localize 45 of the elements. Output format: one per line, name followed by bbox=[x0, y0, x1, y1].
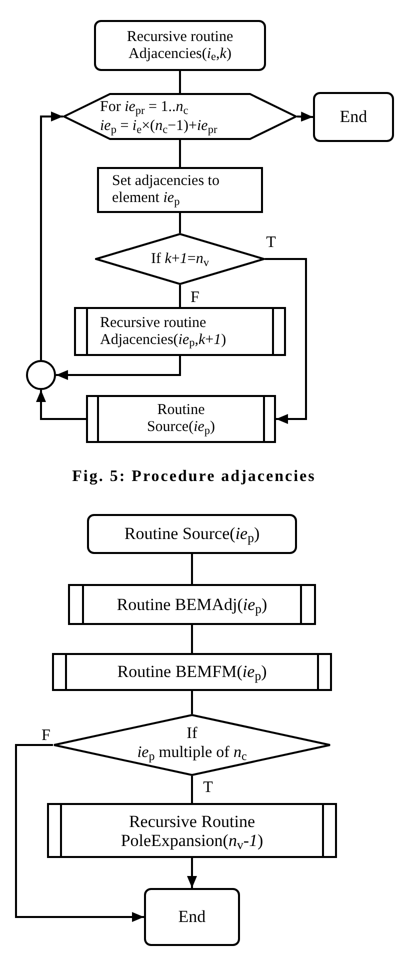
connector-line bbox=[191, 691, 193, 714]
node-label: Recursive routine Adjacencies(ie$_{p}$,k+1) bbox=[100, 314, 228, 348]
connector-line bbox=[191, 554, 193, 584]
node-label: Routine BEMAdj(ie$_{p}$) bbox=[116, 594, 268, 614]
process-box bbox=[97, 167, 263, 213]
arrow bbox=[265, 258, 307, 424]
arrow bbox=[187, 858, 197, 888]
connector-line bbox=[179, 71, 181, 93]
start-box bbox=[87, 514, 297, 554]
subroutine-box bbox=[74, 307, 286, 356]
arrow bbox=[36, 390, 86, 420]
node-label: Routine BEMFM(ie$_{p}$) bbox=[117, 662, 267, 682]
subroutine-box bbox=[86, 395, 276, 443]
node-label: If k+1=n$_{v}$ bbox=[151, 250, 209, 268]
figure-caption: Fig. 5: Procedure adjacencies bbox=[72, 467, 316, 487]
node-label: For ie$_{pr}$ = 1..n$_{c}$ bbox=[100, 98, 188, 116]
subroutine-box bbox=[52, 653, 332, 691]
subroutine-box bbox=[47, 803, 337, 858]
node-label: End bbox=[340, 107, 368, 127]
node-label: Routine Source(ie$_{p}$) bbox=[124, 524, 260, 544]
node-label: End bbox=[178, 907, 206, 927]
node-label: Routine Source(ie$_{p}$) bbox=[146, 402, 216, 436]
loop-hexagon bbox=[63, 93, 297, 140]
node-label: ie$_{p}$ = i$_{e}$×(n$_{c}$−1)+ie$_{pr}$ bbox=[100, 117, 218, 135]
arrow bbox=[15, 744, 144, 922]
decision-diamond bbox=[95, 233, 265, 285]
connector-line bbox=[179, 140, 181, 167]
decision-diamond bbox=[53, 714, 331, 776]
node-label: Recursive routine Adjacencies(i$_{e}$,k) bbox=[126, 28, 234, 62]
arrow bbox=[56, 356, 181, 380]
start-box bbox=[94, 20, 266, 71]
end-box bbox=[313, 92, 394, 142]
connector-line bbox=[191, 776, 193, 803]
arrow bbox=[296, 112, 314, 122]
node-label: Set adjacencies to element ie$_{p}$ bbox=[112, 173, 220, 207]
junction-circle bbox=[26, 360, 56, 390]
connector-line bbox=[191, 625, 193, 653]
subroutine-box bbox=[68, 584, 316, 625]
node-label: ie$_{p}$ multiple of n$_{c}$ bbox=[137, 743, 247, 762]
node-label: Recursive Routine PoleExpansion(n$_{v}$-1) bbox=[120, 812, 264, 850]
arrow bbox=[40, 112, 63, 360]
connector-line bbox=[179, 213, 181, 233]
connector-line bbox=[179, 285, 181, 307]
node-label: If bbox=[186, 724, 198, 743]
end-box bbox=[144, 888, 240, 946]
